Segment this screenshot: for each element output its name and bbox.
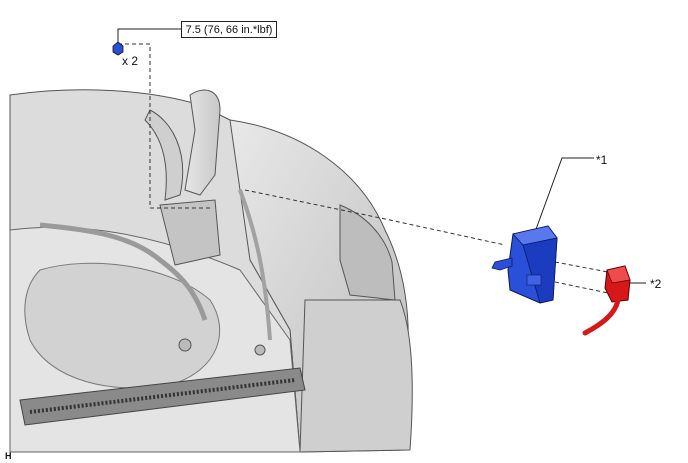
part1-leader: [244, 189, 506, 246]
corner-mark: H: [5, 451, 12, 461]
torque-spec-box: 7.5 (76, 66 in.*lbf): [181, 21, 277, 38]
bolt-icon: [112, 41, 124, 56]
part2-connector: [582, 265, 631, 336]
grommet: [254, 344, 266, 356]
sill-ribs: [29, 378, 296, 414]
part1-module: [491, 225, 558, 304]
trunk-lid-hinge: [184, 89, 221, 196]
callout-part2: *2: [650, 277, 662, 291]
part1-callout-line: [534, 157, 594, 233]
fastener-quantity: x 2: [122, 54, 139, 68]
part2-wire: [582, 297, 621, 336]
fastener-leader: [118, 43, 210, 209]
leader-lines: [118, 43, 609, 294]
wire-harness-2: [238, 189, 272, 341]
spare-tire-well: [24, 262, 221, 389]
hinge-arm: [144, 109, 184, 201]
callout-part1: *1: [596, 153, 608, 167]
grommet: [178, 338, 192, 352]
rear-bumper: [299, 299, 413, 453]
part2-leader-upper: [554, 261, 609, 273]
torque-callout-line: [117, 28, 181, 44]
wire-harness: [39, 222, 208, 321]
tail-lamp: [339, 204, 396, 301]
part2-leader-lower: [554, 281, 609, 294]
vehicle-trunk-illustration: [9, 89, 413, 453]
bracket-cluster: [159, 199, 221, 266]
